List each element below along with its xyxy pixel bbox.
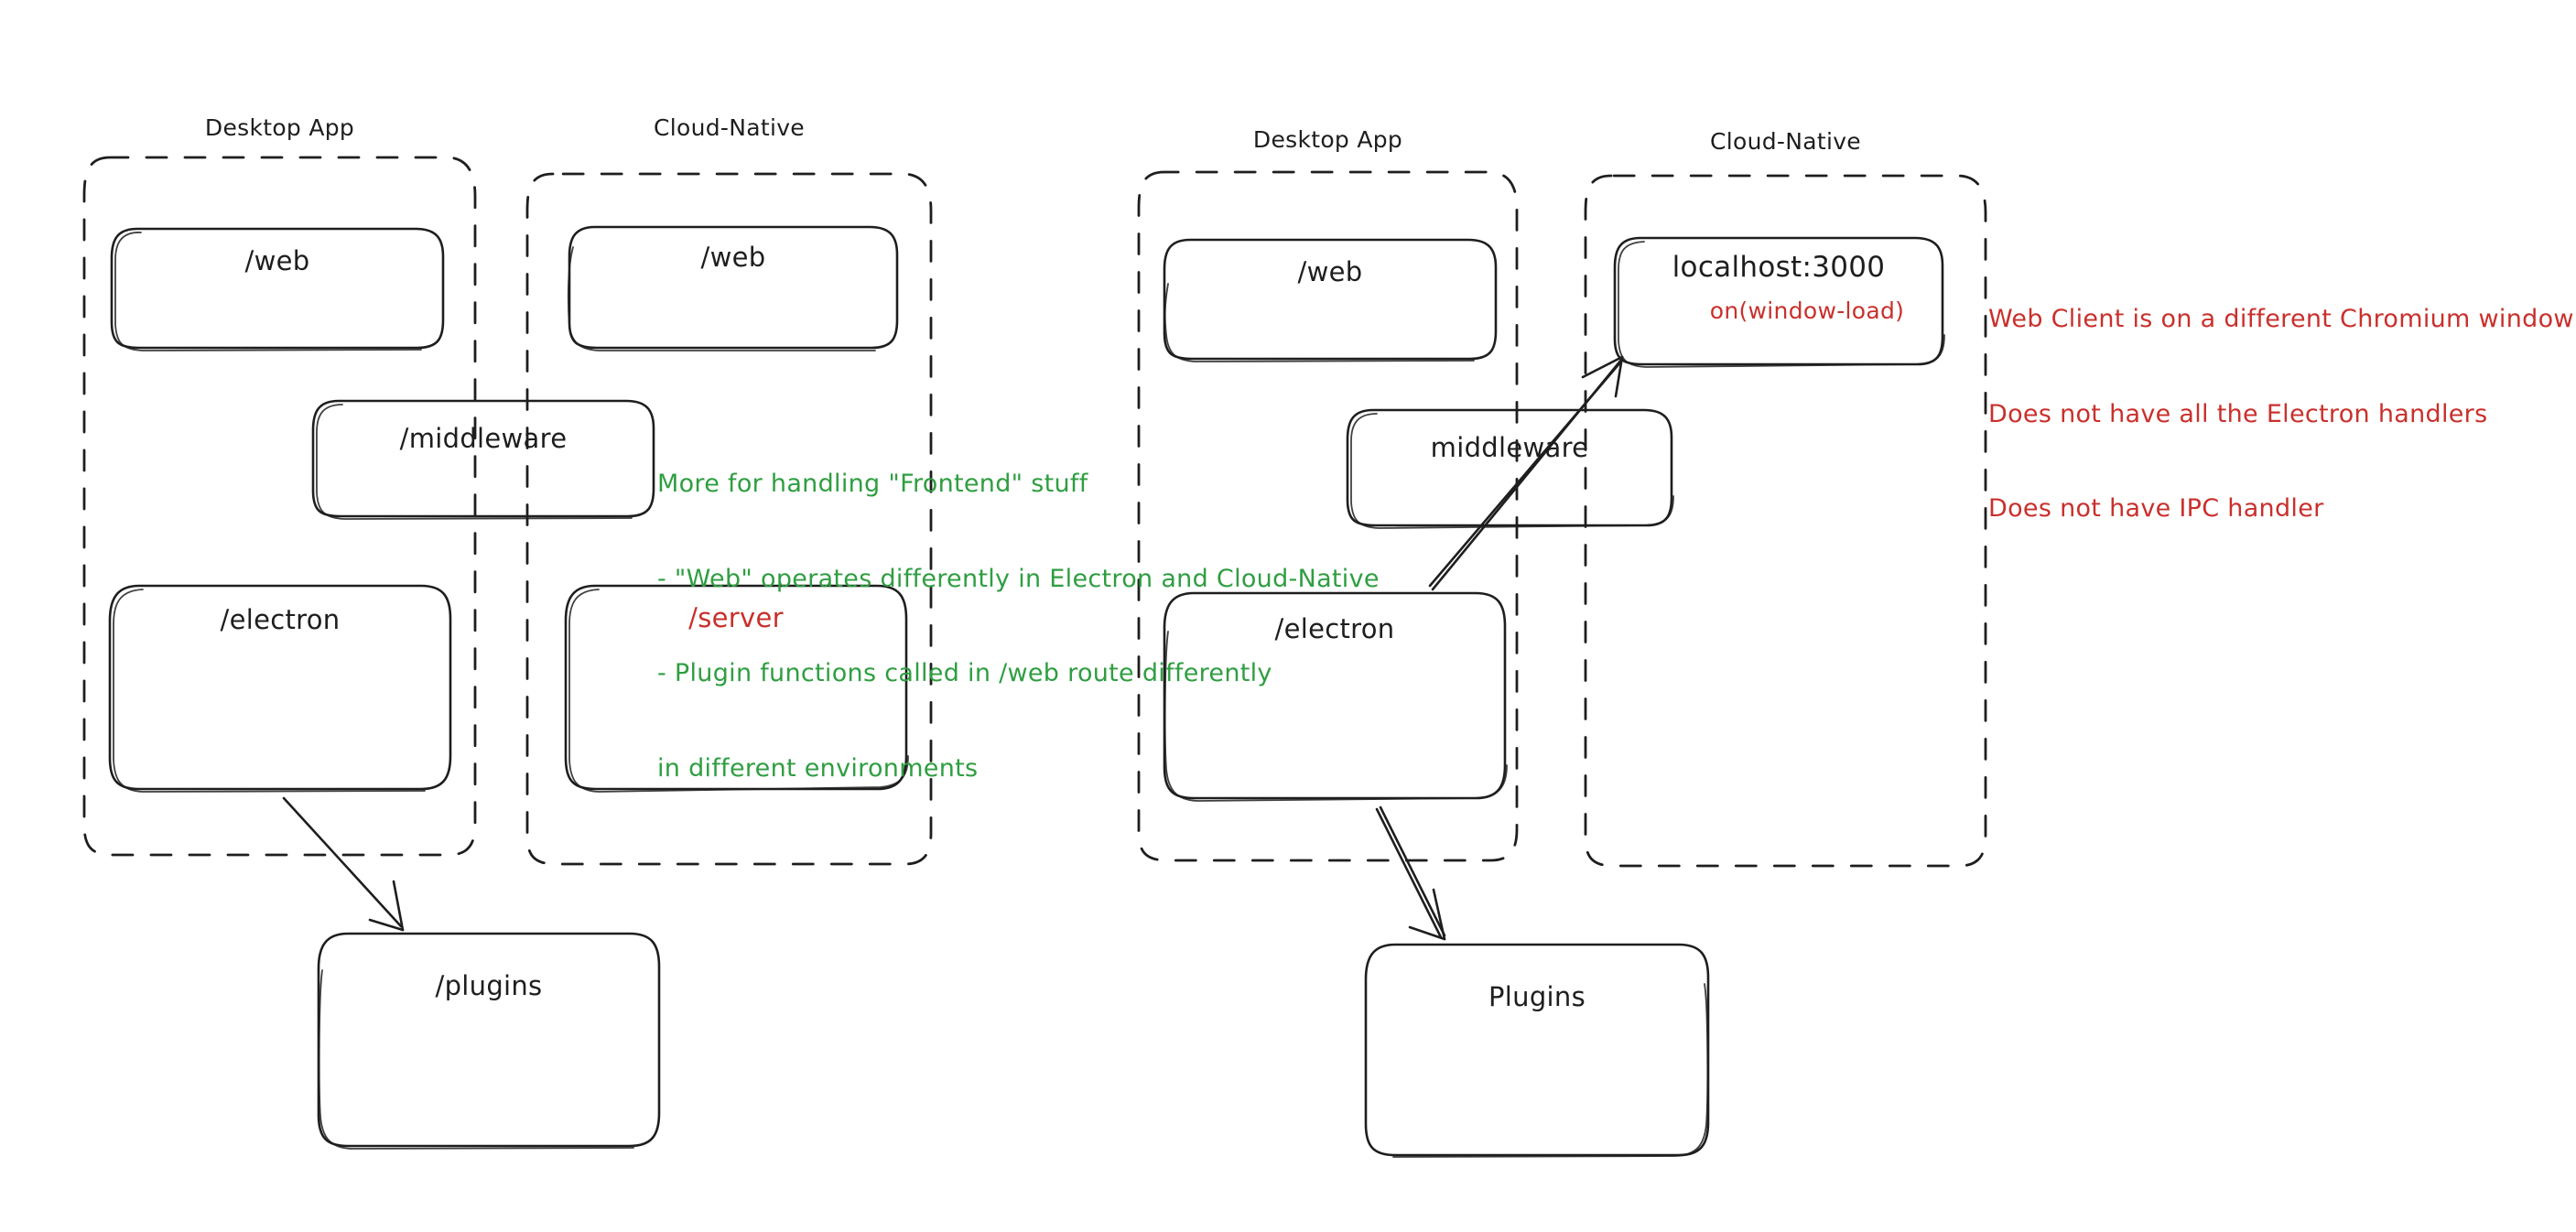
right-plugins-label: Plugins (1488, 981, 1586, 1012)
left-desktop-web-label: /web (244, 245, 310, 276)
right-electron-label: /electron (1274, 613, 1395, 644)
left-cloud-web-label: /web (700, 242, 766, 273)
right-desktop-web-label: /web (1297, 256, 1363, 287)
left-middleware-box (311, 399, 655, 520)
left-cloud-native-group-label: Cloud-Native (654, 114, 805, 141)
right-arrow-electron-to-localhost (1428, 355, 1624, 591)
right-middleware-label: middleware (1430, 432, 1589, 463)
right-localhost-sub-label: on(window-load) (1709, 297, 1905, 324)
right-annotation-line-1: Web Client is on a different Chromium wi… (1988, 305, 2574, 334)
left-annotation-line-2: - "Web" operates differently in Electron… (657, 564, 1380, 593)
right-middleware-box (1346, 408, 1674, 529)
left-annotation-line-3: - Plugin functions called in /web route … (657, 659, 1272, 688)
left-plugins-label: /plugins (435, 970, 543, 1001)
left-middleware-label: /middleware (399, 423, 568, 454)
right-annotation-line-2: Does not have all the Electron handlers (1988, 399, 2488, 428)
right-plugins-box (1364, 943, 1710, 1158)
left-arrow-electron-to-plugins (282, 796, 405, 932)
left-desktop-app-group-label: Desktop App (204, 114, 355, 141)
right-annotation-line-3: Does not have IPC handler (1988, 494, 2324, 524)
left-electron-label: /electron (220, 604, 341, 635)
right-arrow-electron-to-plugins (1375, 805, 1446, 941)
left-plugins-box (317, 932, 661, 1150)
left-annotation-line-4: in different environments (657, 754, 979, 784)
right-cloud-native-group-label: Cloud-Native (1710, 128, 1861, 155)
left-server-label: /server (688, 602, 784, 633)
left-annotation-line-1: More for handling "Frontend" stuff (657, 470, 1088, 499)
right-localhost-label: localhost:3000 (1672, 251, 1886, 284)
left-green-annotation: More for handling "Frontend" stuff - "We… (657, 405, 1380, 848)
right-desktop-app-group-label: Desktop App (1252, 126, 1403, 153)
right-red-annotation: Web Client is on a different Chromium wi… (1988, 241, 2574, 589)
